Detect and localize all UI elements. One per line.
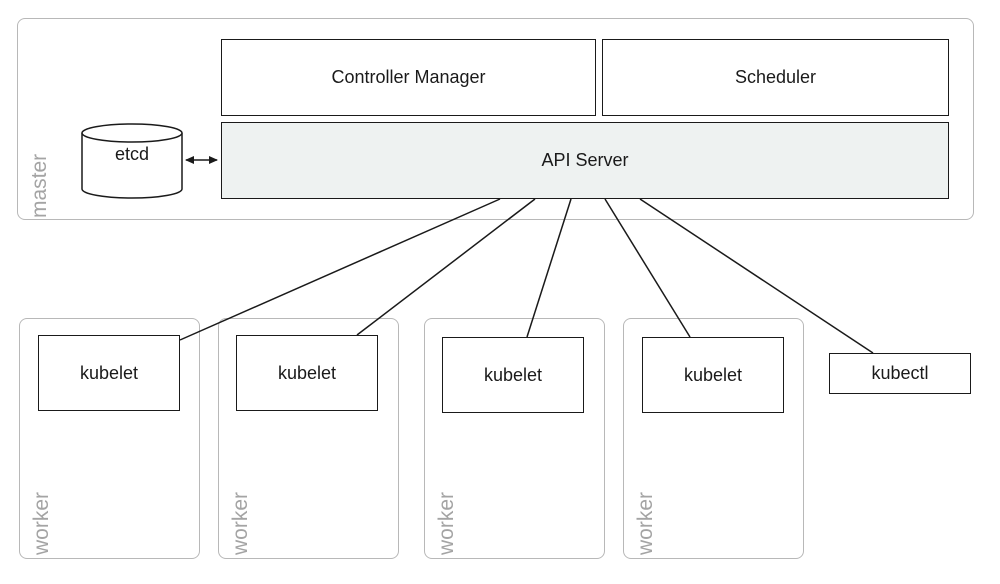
api-to-kubelet-line bbox=[179, 198, 501, 341]
kubelet-box[interactable]: kubelet bbox=[442, 337, 584, 413]
api-server-box[interactable]: API Server bbox=[221, 122, 949, 199]
api-to-kubelet-line bbox=[356, 198, 536, 336]
controller-manager-box[interactable]: Controller Manager bbox=[221, 39, 596, 116]
api-to-kubelet-line bbox=[526, 198, 572, 338]
kubelet-box[interactable]: kubelet bbox=[236, 335, 378, 411]
kubectl-box[interactable]: kubectl bbox=[829, 353, 971, 394]
etcd-label: etcd bbox=[114, 144, 150, 164]
etcd-database-icon[interactable] bbox=[81, 123, 183, 199]
kubelet-box[interactable]: kubelet bbox=[642, 337, 784, 413]
kubelet-box[interactable]: kubelet bbox=[38, 335, 180, 411]
api-to-kubelet-line bbox=[604, 198, 691, 338]
scheduler-box[interactable]: Scheduler bbox=[602, 39, 949, 116]
api-to-kubectl-line bbox=[639, 198, 874, 354]
